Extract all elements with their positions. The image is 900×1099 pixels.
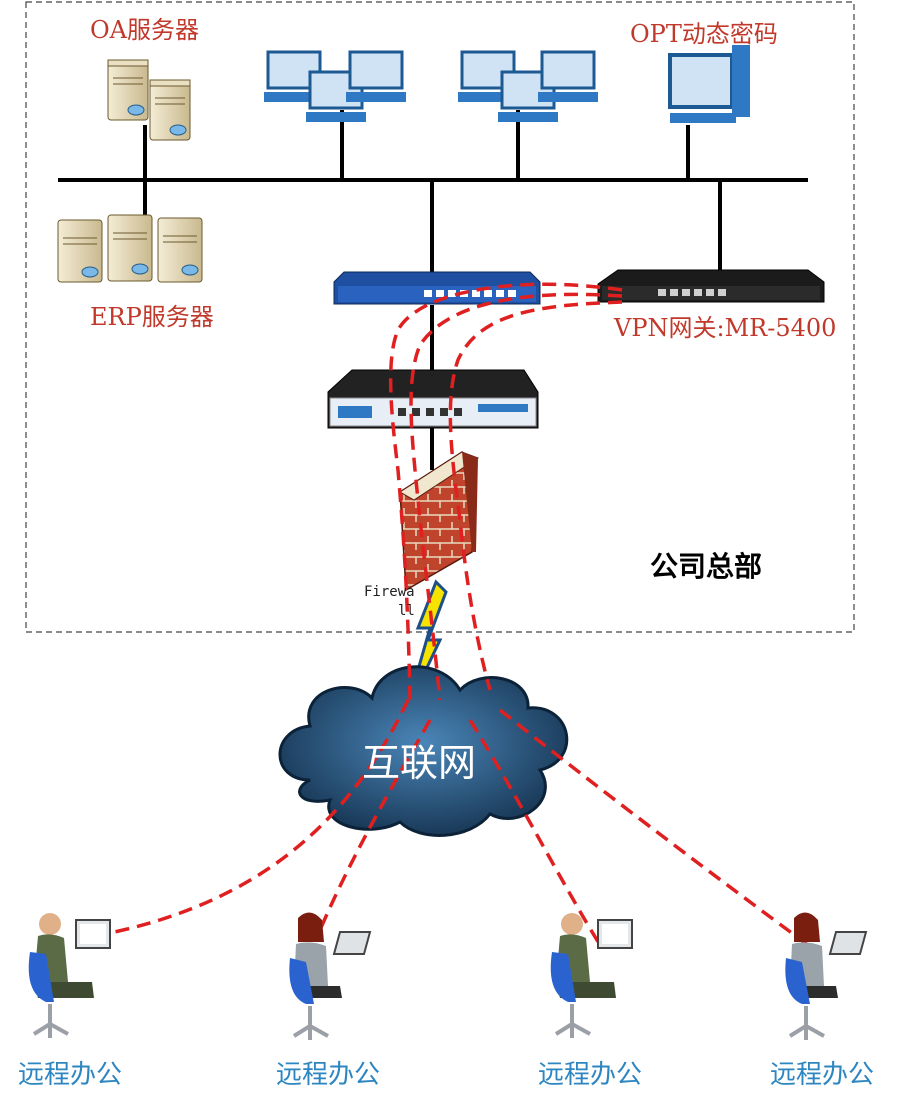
headquarters-boundary bbox=[25, 1, 855, 633]
otp-label: OPT动态密码 bbox=[630, 20, 778, 48]
remote-user-label: 远程办公 bbox=[18, 1060, 123, 1090]
oa-server-label: OA服务器 bbox=[90, 16, 200, 44]
firewall-icon bbox=[399, 451, 480, 592]
firewall-label-line1: Firewa bbox=[364, 584, 415, 600]
remote-user-icon bbox=[28, 913, 111, 1038]
remote-user-icon bbox=[550, 913, 633, 1038]
otp-computer-icon bbox=[668, 45, 750, 123]
workstation-group-icon bbox=[458, 50, 598, 122]
vpn-tunnel-lines bbox=[99, 282, 810, 947]
oa-server-icon bbox=[107, 59, 191, 141]
remote-user-label: 远程办公 bbox=[538, 1060, 643, 1090]
erp-server-icon bbox=[57, 214, 203, 283]
vpn-gateway-icon bbox=[597, 269, 825, 303]
workstation-group-icon bbox=[264, 50, 406, 122]
vpn-gateway-label: VPN网关:MR-5400 bbox=[614, 314, 837, 342]
internet-label: 互联网 bbox=[362, 741, 477, 785]
internet-cloud-icon bbox=[278, 665, 569, 837]
remote-user-label: 远程办公 bbox=[770, 1060, 875, 1090]
security-appliance-icon bbox=[327, 369, 539, 429]
headquarters-label: 公司总部 bbox=[650, 550, 763, 583]
remote-user-label: 远程办公 bbox=[276, 1060, 381, 1090]
router-icon bbox=[333, 271, 541, 305]
remote-user-icon bbox=[289, 912, 372, 1040]
erp-server-label: ERP服务器 bbox=[90, 303, 214, 331]
firewall-label-line2: ll bbox=[398, 603, 415, 619]
remote-user-icon bbox=[785, 912, 868, 1040]
